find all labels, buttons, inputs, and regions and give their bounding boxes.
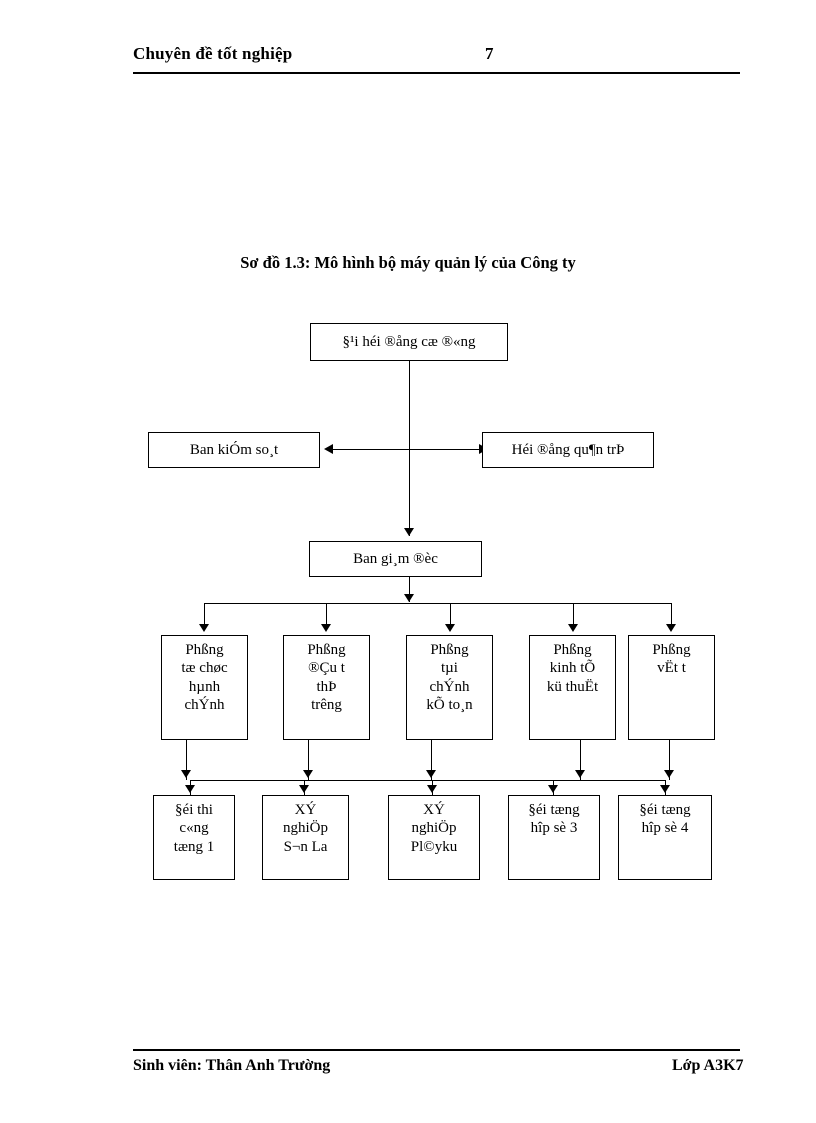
arrow-to-ban-kiem-soat xyxy=(324,444,333,454)
node-unit-3: XÝ nghiÖp Pl©yku xyxy=(388,795,480,880)
bus-departments xyxy=(204,603,671,604)
arrow-unit-5 xyxy=(660,785,670,793)
drop-department-2 xyxy=(326,603,327,627)
edge-root-to-director xyxy=(409,361,410,536)
arrow-unit-4 xyxy=(548,785,558,793)
header-title: Chuyên đề tốt nghiệp xyxy=(133,44,293,63)
bus-units xyxy=(190,780,665,781)
node-department-4: Phßng kinh tÕ kü thuËt xyxy=(529,635,616,740)
arrow-unit-2 xyxy=(299,785,309,793)
header-divider xyxy=(133,72,740,74)
node-unit-5: §éi tæng hîp sè 4 xyxy=(618,795,712,880)
node-root: §¹i héi ®ång cæ ®«ng xyxy=(310,323,508,361)
node-department-3: Phßng tµi chÝnh kÕ to¸n xyxy=(406,635,493,740)
footer-divider xyxy=(133,1049,740,1051)
arrow-department-4 xyxy=(568,624,578,632)
node-ban-kiem-soat: Ban kiÓm so¸t xyxy=(148,432,320,468)
arrow-department-5 xyxy=(666,624,676,632)
edge-department-2-down xyxy=(308,740,309,780)
drop-department-5 xyxy=(671,603,672,627)
edge-department-1-down xyxy=(186,740,187,780)
node-unit-4: §éi tæng hîp sè 3 xyxy=(508,795,600,880)
node-ban-giam-doc: Ban gi¸m ®èc xyxy=(309,541,482,577)
footer-class: Lớp A3K7 xyxy=(672,1057,744,1074)
arrow-department-1-down xyxy=(181,770,191,778)
drop-department-1 xyxy=(204,603,205,627)
node-unit-1: §éi thi c«ng tæng 1 xyxy=(153,795,235,880)
edge-peer-bar xyxy=(330,449,488,450)
drop-department-3 xyxy=(450,603,451,627)
node-department-2: Phßng ®Çu t thÞ trêng xyxy=(283,635,370,740)
arrow-unit-3 xyxy=(427,785,437,793)
page-number: 7 xyxy=(485,44,494,63)
node-hoi-dong-quan-tri: Héi ®ång qu¶n trÞ xyxy=(482,432,654,468)
edge-department-3-down xyxy=(431,740,432,780)
drop-department-4 xyxy=(573,603,574,627)
node-department-1: Phßng tæ chøc hµnh chÝnh xyxy=(161,635,248,740)
node-department-5: Phßng vËt t xyxy=(628,635,715,740)
arrow-unit-1 xyxy=(185,785,195,793)
arrow-department-3 xyxy=(445,624,455,632)
edge-director-to-bus xyxy=(409,577,410,602)
arrow-department-2 xyxy=(321,624,331,632)
edge-department-4-down xyxy=(580,740,581,780)
figure-title: Sơ đồ 1.3: Mô hình bộ máy quản lý của Cô… xyxy=(240,253,576,272)
arrow-department-1 xyxy=(199,624,209,632)
edge-department-5-down xyxy=(669,740,670,780)
arrow-director-to-bus xyxy=(404,594,414,602)
node-unit-2: XÝ nghiÖp S¬n La xyxy=(262,795,349,880)
page-header: Chuyên đề tốt nghiệp 7 xyxy=(133,44,740,72)
arrow-department-3-down xyxy=(426,770,436,778)
arrow-department-4-down xyxy=(575,770,585,778)
arrow-department-2-down xyxy=(303,770,313,778)
footer-student: Sinh viên: Thân Anh Trường xyxy=(133,1057,331,1074)
arrow-department-5-down xyxy=(664,770,674,778)
arrow-root-to-director xyxy=(404,528,414,536)
